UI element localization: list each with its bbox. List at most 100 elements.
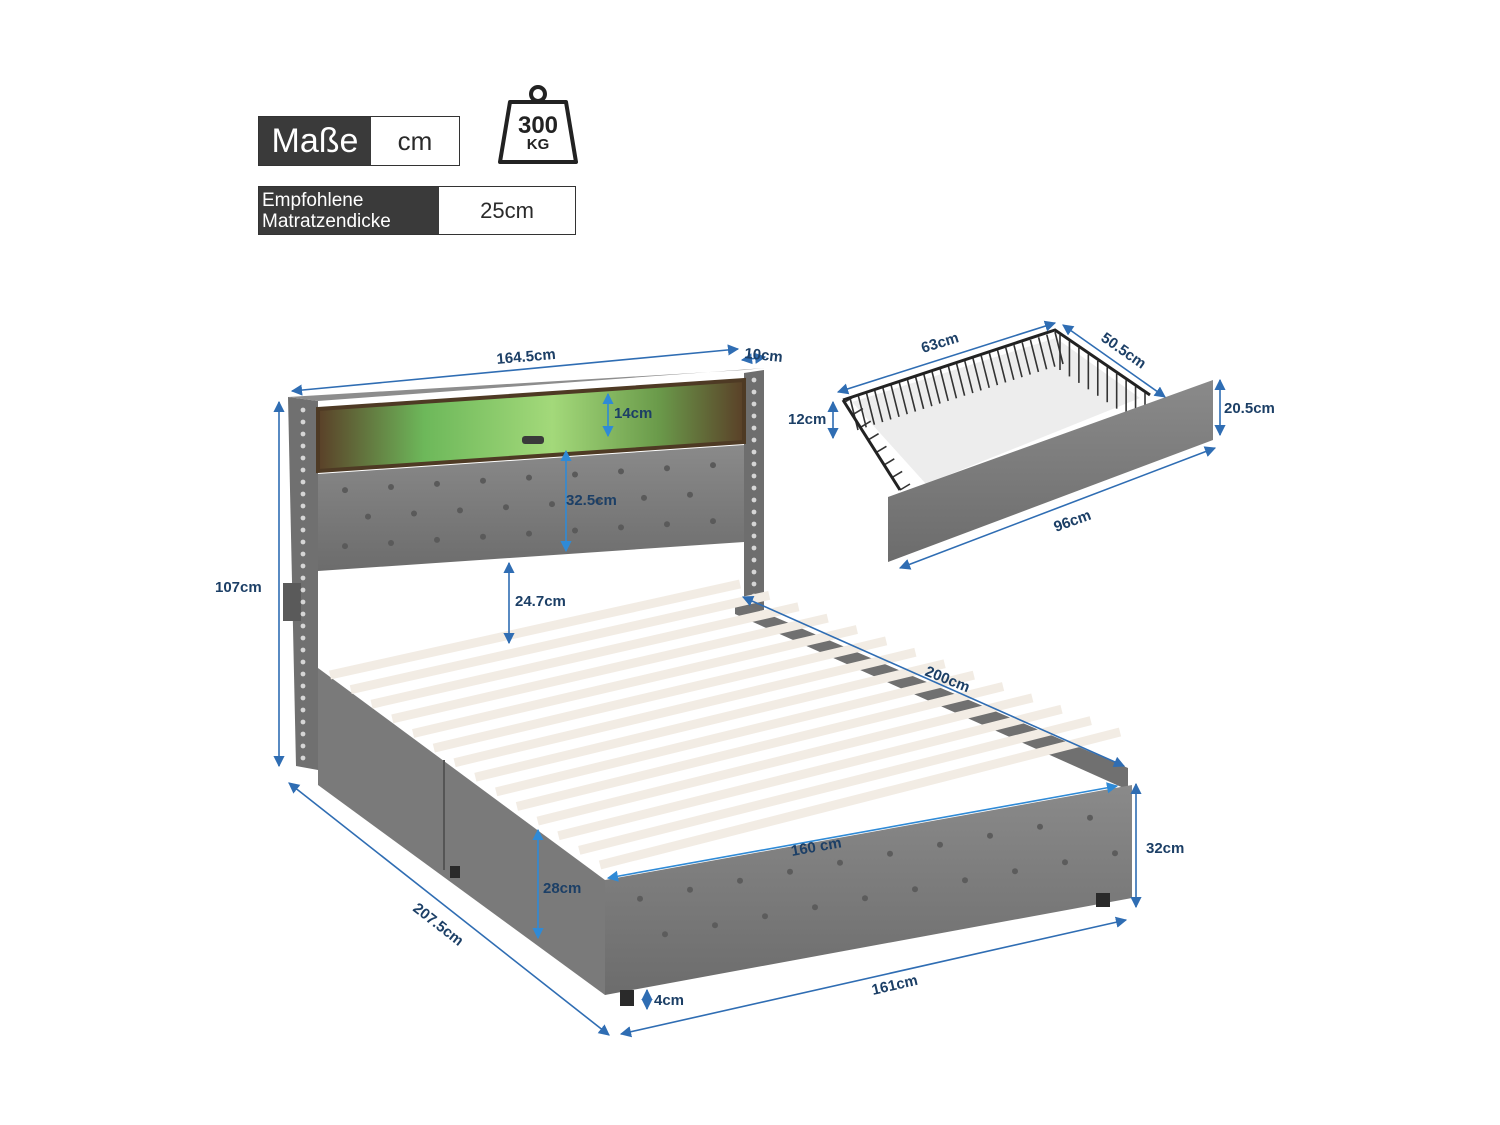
tuft-button (365, 513, 371, 520)
units-badge: Maße cm (258, 116, 460, 166)
stud (751, 449, 757, 455)
label-total-height: 107cm (215, 579, 262, 596)
stud (300, 611, 306, 617)
tuft-button (1012, 868, 1018, 875)
basket-wire (883, 458, 895, 466)
front-leg (620, 990, 634, 1006)
tuft-button (388, 540, 394, 547)
stud (300, 731, 306, 737)
tuft-button (687, 886, 693, 893)
tuft-button (342, 543, 348, 550)
stud (751, 413, 757, 419)
weight-value: 300 (517, 112, 559, 139)
stud (751, 437, 757, 443)
tuft-button (1037, 823, 1043, 830)
tuft-button (1087, 814, 1093, 821)
tuft-button (762, 913, 768, 920)
basket-wire (852, 407, 864, 416)
basket-wire (891, 470, 903, 479)
stud (751, 425, 757, 431)
left-leg (450, 866, 460, 878)
stud (300, 407, 306, 413)
tuft-button (480, 533, 486, 540)
mattress-thickness-badge: Empfohlene Matratzendicke 25cm (258, 186, 576, 235)
stud (300, 563, 306, 569)
basket-wire (873, 389, 884, 423)
side-pocket (283, 583, 301, 621)
stud (300, 419, 306, 425)
basket-wire (860, 420, 872, 428)
stud (300, 479, 306, 485)
stud (300, 743, 306, 749)
units-label: Maße (259, 117, 371, 165)
tuft-button (887, 850, 893, 857)
stud (300, 755, 306, 761)
tuft-button (618, 524, 624, 531)
stud (751, 533, 757, 539)
label-drawer-width: 63cm (919, 329, 961, 356)
right-leg (1096, 893, 1110, 907)
usb-port (522, 436, 544, 444)
label-gap-height: 24.7cm (515, 593, 566, 610)
stud (751, 377, 757, 383)
label-shelf-height: 14cm (614, 405, 652, 422)
label-leg-height: 4cm (654, 992, 684, 1009)
stud (751, 545, 757, 551)
tuft-button (618, 468, 624, 475)
foot-panel (605, 785, 1132, 995)
basket-wire (865, 392, 876, 425)
tuft-button (837, 859, 843, 866)
label-cushion-height: 32.5cm (566, 492, 617, 509)
stud (300, 695, 306, 701)
tuft-button (526, 474, 532, 481)
stud (300, 539, 306, 545)
basket-wire (1054, 331, 1064, 365)
tuft-button (503, 504, 509, 511)
tuft-button (1062, 859, 1068, 866)
weight-icon (498, 85, 578, 164)
label-drawer-height: 12cm (788, 411, 826, 428)
tuft-button (637, 895, 643, 902)
tuft-button (572, 527, 578, 534)
mattress-label-line2: Matratzendicke (262, 210, 391, 232)
headboard-right-post (744, 370, 764, 614)
basket-wire (857, 395, 867, 428)
tuft-button (687, 491, 693, 498)
stud (751, 401, 757, 407)
tuft-button (641, 494, 647, 501)
tuft-button (342, 487, 348, 494)
stud-decoration (300, 377, 757, 761)
stud (300, 431, 306, 437)
weight-unit: KG (526, 136, 550, 153)
tuft-button (662, 931, 668, 938)
weight-capacity-icon: 300 KG (496, 84, 580, 166)
stud (300, 635, 306, 641)
drawer-illustration (841, 328, 1213, 562)
mattress-value: 25cm (480, 197, 534, 223)
slat (349, 590, 771, 695)
tuft-button (411, 510, 417, 517)
tuft-button (710, 462, 716, 469)
stud (300, 659, 306, 665)
tuft-button (987, 832, 993, 839)
label-headboard-width: 164.5cm (496, 346, 556, 368)
tuft-button (434, 536, 440, 543)
tuft-button (862, 895, 868, 902)
stud (751, 521, 757, 527)
tuft-button (480, 477, 486, 484)
label-drawer-front-height: 20.5cm (1224, 400, 1275, 417)
stud (300, 443, 306, 449)
label-drawer-front-width: 96cm (1052, 507, 1094, 536)
stud (300, 719, 306, 725)
stud (300, 503, 306, 509)
tuft-button (388, 484, 394, 491)
stud (300, 623, 306, 629)
stud (300, 527, 306, 533)
slat (329, 579, 741, 680)
tuft-button (664, 465, 670, 472)
stud (300, 551, 306, 557)
slat (370, 602, 800, 709)
tuft-button (526, 530, 532, 537)
tuft-button (1112, 850, 1118, 857)
tuft-button (664, 521, 670, 528)
